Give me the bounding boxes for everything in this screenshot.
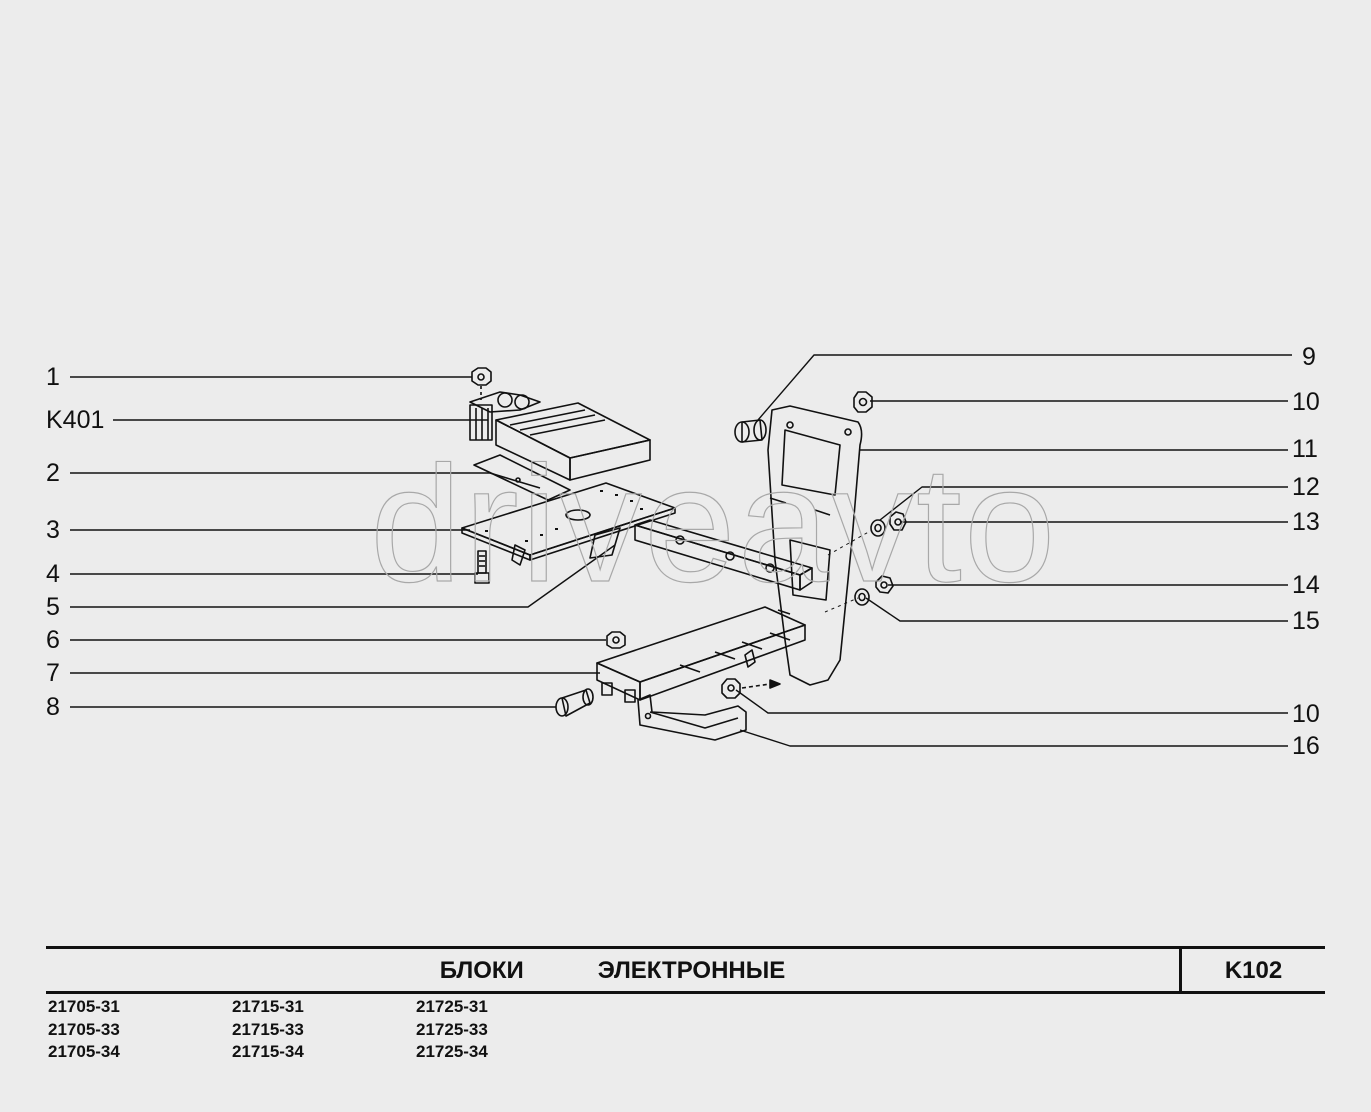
- callout-5: 5: [46, 593, 60, 621]
- callout-2: 2: [46, 459, 60, 487]
- callout-13: 13: [1292, 508, 1320, 536]
- model-code: 21715-34: [232, 1042, 304, 1061]
- model-code: 21715-31: [232, 997, 304, 1016]
- part-nut-6: [606, 631, 626, 649]
- part-plate-3: [461, 482, 676, 566]
- callout-7: 7: [46, 659, 60, 687]
- callout-16: 16: [1292, 732, 1320, 760]
- sheet-title: БЛОКИ ЭЛЕКТРОННЫЕ: [439, 957, 786, 984]
- model-list-col1: 21705-31 21705-33 21705-34: [48, 996, 120, 1064]
- model-code: 21725-31: [416, 997, 488, 1016]
- leader-lines-right: [735, 354, 1292, 747]
- model-code: 21705-31: [48, 997, 120, 1016]
- leader-lines-left: [70, 376, 616, 708]
- part-nut-13: [889, 511, 907, 531]
- part-bracket-7: [596, 606, 806, 703]
- sheet-code: K102: [1224, 957, 1283, 984]
- model-code: 21705-33: [48, 1019, 120, 1039]
- part-bolt-4: [474, 550, 490, 584]
- model-code: 21725-33: [416, 1019, 488, 1039]
- callout-4: 4: [46, 560, 60, 588]
- callout-8: 8: [46, 693, 60, 721]
- callout-11: 11: [1292, 435, 1318, 463]
- callout-9: 9: [1302, 343, 1316, 371]
- model-list-col3: 21725-31 21725-33 21725-34: [416, 996, 488, 1064]
- part-nut-14: [875, 575, 894, 594]
- model-code: 21725-34: [416, 1042, 488, 1061]
- callout-3: 3: [46, 516, 60, 544]
- model-code: 21705-34: [48, 1042, 120, 1061]
- part-spacer-9: [734, 419, 767, 443]
- callout-10-bottom: 10: [1292, 700, 1320, 728]
- part-ecu-k401: [469, 391, 651, 501]
- title-block: БЛОКИ ЭЛЕКТРОННЫЕ K102: [46, 946, 1325, 994]
- callout-6: 6: [46, 626, 60, 654]
- callout-10-top: 10: [1292, 388, 1320, 416]
- callout-15: 15: [1292, 607, 1320, 635]
- part-nut-10-top: [853, 391, 873, 413]
- part-bracket-11: [767, 405, 863, 686]
- model-code: 21715-33: [232, 1019, 304, 1039]
- callout-k401: K401: [46, 406, 105, 434]
- part-rail-5: [634, 519, 813, 591]
- part-washer-15: [854, 588, 870, 606]
- title-divider: [1179, 949, 1182, 991]
- part-washer-12: [870, 519, 886, 537]
- part-strap-16: [637, 694, 747, 741]
- part-bracket-2: [489, 472, 541, 489]
- part-nut-1: [471, 367, 492, 400]
- callout-12: 12: [1292, 473, 1320, 501]
- callout-1: 1: [46, 363, 60, 391]
- model-list-col2: 21715-31 21715-33 21715-34: [232, 996, 304, 1064]
- part-bushing-8: [555, 688, 594, 717]
- callout-14: 14: [1292, 571, 1320, 599]
- part-nut-10-bottom: [721, 678, 781, 699]
